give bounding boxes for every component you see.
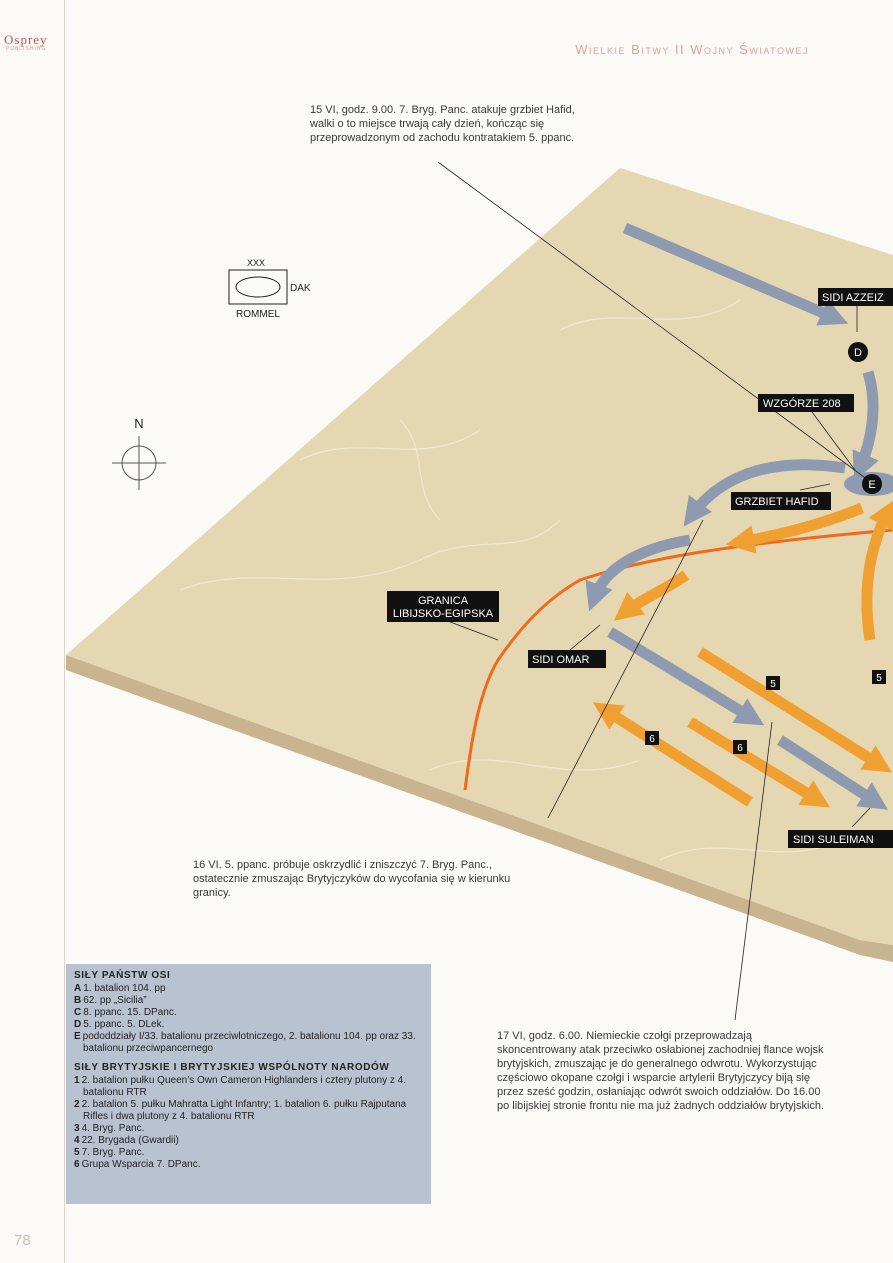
label-sidi-azzeiz: SIDI AZZEIZ (822, 292, 884, 304)
force-text: 8. ppanc. 15. DPanc. (83, 1007, 177, 1018)
force-text: pododdziały I/33. batalionu przeciwlotni… (82, 1031, 416, 1054)
force-code: 1 (74, 1075, 80, 1086)
marker-bg-6b (733, 740, 747, 754)
force-text: 1. batalion 104. pp (83, 983, 166, 994)
place-labels: SIDI AZZEIZ WZGÓRZE 208 GRZBIET HAFID GR… (387, 288, 893, 848)
marker-e: E (868, 479, 875, 491)
unit-markers: D E 5 5 6 6 (645, 342, 886, 754)
force-text: 5. ppanc. 5. DLek. (83, 1019, 165, 1030)
force-code: D (74, 1019, 82, 1030)
terrain-ridges (179, 299, 841, 861)
label-bg-wzgorze (758, 394, 854, 412)
label-bg-sidi-suleiman (788, 830, 893, 848)
terrain-surface (66, 168, 893, 945)
axis-arrow-west (683, 459, 846, 527)
force-code: 4 (74, 1135, 80, 1146)
legend-commander: ROMMEL (236, 309, 280, 320)
marker-bg-6a (645, 731, 659, 745)
force-text: 4. Bryg. Panc. (81, 1123, 145, 1134)
axis-arrow-omar-south (607, 627, 765, 726)
axis-arrow-southwest (585, 534, 691, 612)
allied-arrow-grzbiet (725, 502, 865, 554)
allied-forces-title: SIŁY BRYTYJSKIE I BRYTYJSKIEJ WSPÓLNOTY … (74, 1062, 390, 1073)
label-sidi-suleiman: SIDI SULEIMAN (793, 834, 874, 846)
force-code: 5 (74, 1147, 80, 1158)
label-bg-sidi-azzeiz (818, 288, 893, 306)
compass: N (112, 416, 166, 490)
marker-bg-d (848, 342, 868, 362)
force-code: 3 (74, 1123, 80, 1134)
marker-6a: 6 (649, 734, 655, 745)
axis-forces-title: SIŁY PAŃSTW OSI (74, 970, 171, 981)
axis-arrow-wzgorze (852, 370, 879, 482)
axis-arrow-sidi-azzeiz (622, 222, 849, 326)
series-title: Wielkie Bitwy II Wojny Światowej (575, 42, 809, 57)
legend-symbol: XXX DAK ROMMEL (228, 258, 311, 320)
label-bg-sidi-omar (528, 650, 606, 668)
force-text: 7. Bryg. Panc. (81, 1147, 145, 1158)
label-granica-line2: LIBIJSKO-EGIPSKA (393, 608, 494, 620)
publisher-logo: Osprey (4, 32, 48, 47)
force-code: 2 (74, 1099, 80, 1110)
page-number: 78 (14, 1232, 31, 1249)
marker-bg-5a (766, 676, 780, 690)
legend-unit: DAK (290, 283, 311, 294)
marker-6b: 6 (737, 743, 743, 754)
allied-arrow-east-up (861, 499, 893, 641)
force-text: Grupa Wsparcia 7. DPanc. (81, 1159, 201, 1170)
leader-lines (437, 161, 871, 1021)
axis-arrows (585, 222, 889, 810)
label-bg-grzbiet (731, 492, 831, 510)
allied-arrows (592, 499, 893, 808)
label-bg-granica (387, 591, 499, 622)
force-text: 2. batalion pułku Queen’s Own Cameron Hi… (81, 1075, 406, 1098)
allied-arrow-5 (697, 647, 893, 773)
force-code: C (74, 1007, 82, 1018)
marker-5b: 5 (876, 673, 882, 684)
marker-d: D (854, 347, 862, 359)
label-grzbiet: GRZBIET HAFID (735, 496, 819, 508)
force-text: 22. Brygada (Gwardii) (81, 1135, 179, 1146)
compass-label: N (134, 416, 143, 431)
annotation-15-vi: 15 VI, godz. 9.00. 7. Bryg. Panc. atakuj… (310, 104, 575, 144)
force-code: E (74, 1031, 81, 1042)
legend-armor-symbol (235, 276, 281, 298)
label-granica-line1: GRANICA (418, 595, 469, 607)
legend-frame (228, 269, 288, 305)
annotation-17-vi: 17 VI, godz. 6.00. Niemieckie czołgi prz… (497, 1030, 825, 1112)
marker-bg-e (862, 474, 882, 494)
label-sidi-omar: SIDI OMAR (532, 654, 590, 666)
legend-echelon: XXX (247, 258, 265, 268)
force-code: A (74, 983, 82, 994)
page-spine (64, 0, 65, 1263)
allied-arrow-6-west (592, 702, 753, 807)
marker-5a: 5 (770, 679, 776, 690)
force-code: B (74, 995, 82, 1006)
annotation-16-vi: 16 VI. 5. ppanc. próbuje oskrzydlić i zn… (193, 859, 511, 899)
terrain-side (66, 655, 893, 962)
allied-arrow-6-east (687, 717, 831, 808)
force-code: 6 (74, 1159, 80, 1170)
force-text: 2. batalion 5. pułku Mahratta Light Infa… (81, 1099, 407, 1122)
axis-arrow-suleiman (777, 735, 889, 810)
marker-bg-5b (872, 670, 886, 684)
allied-arrow-to-omar (613, 570, 690, 621)
label-wzgorze: WZGÓRZE 208 (763, 397, 841, 410)
force-text: 62. pp „Sicilia” (83, 995, 147, 1006)
publisher-subtitle: PUBLISHING (6, 46, 47, 52)
